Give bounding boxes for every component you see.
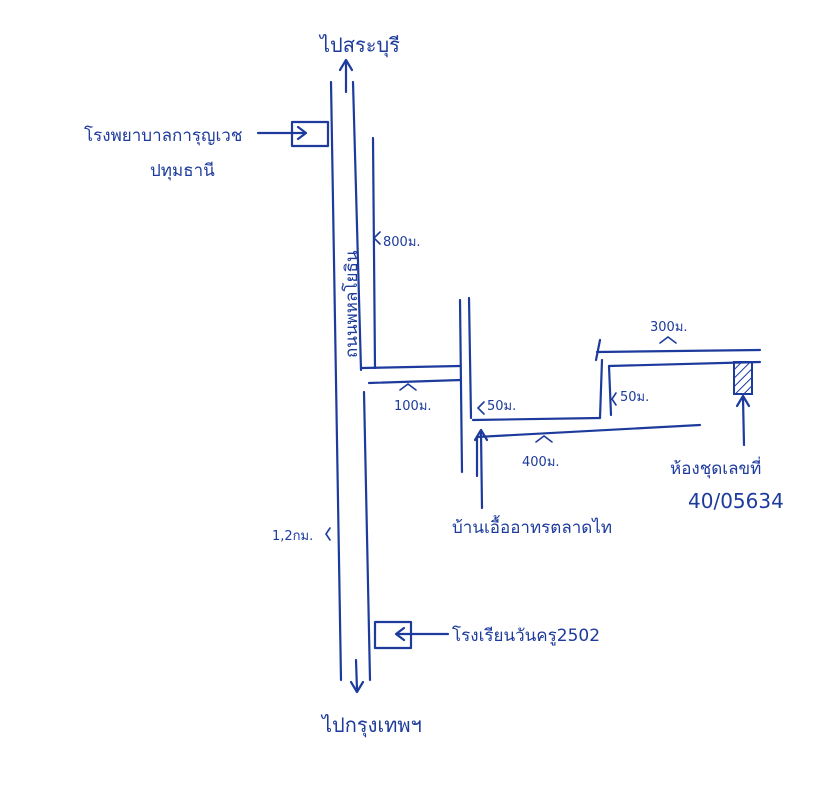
north-arrow-icon (338, 58, 354, 94)
hospital-marker (256, 120, 330, 148)
south-arrow-icon (349, 658, 365, 694)
distance-north: 800ม. (383, 235, 421, 250)
condo-marker (733, 361, 753, 447)
distance-upper-road: 300ม. (650, 320, 688, 335)
main-road-label: ถนนพหลโยธิน (341, 250, 362, 358)
school-marker (373, 620, 450, 650)
north-direction-label: ไปสระบุรี (318, 33, 400, 58)
village-label: บ้านเอื้ออาทรตลาดไท (452, 515, 612, 538)
south-direction-label: ไปกรุงเทพฯ (320, 713, 422, 738)
distance-village-road: 400ม. (522, 455, 560, 470)
distance-village-entry: 50ม. (487, 399, 516, 414)
village-pointer (473, 428, 489, 510)
distance-marks (325, 231, 677, 541)
unit-title-label: ห้องชุดเลขที่ (670, 456, 761, 479)
unit-number-label: 40/05634 (688, 489, 784, 513)
soi-road (360, 296, 479, 478)
distance-soi-crossing: 100ม. (394, 399, 432, 414)
hospital-label-line1: โรงพยาบาลการุญเวช (84, 125, 242, 146)
distance-south: 1,2กม. (272, 529, 313, 544)
hospital-label-line2: ปทุมธานี (150, 161, 215, 181)
village-road (471, 338, 702, 439)
distance-upper-rise: 50ม. (620, 390, 649, 405)
main-road (329, 80, 377, 682)
school-label: โรงเรียนวันครู2502 (452, 625, 600, 646)
